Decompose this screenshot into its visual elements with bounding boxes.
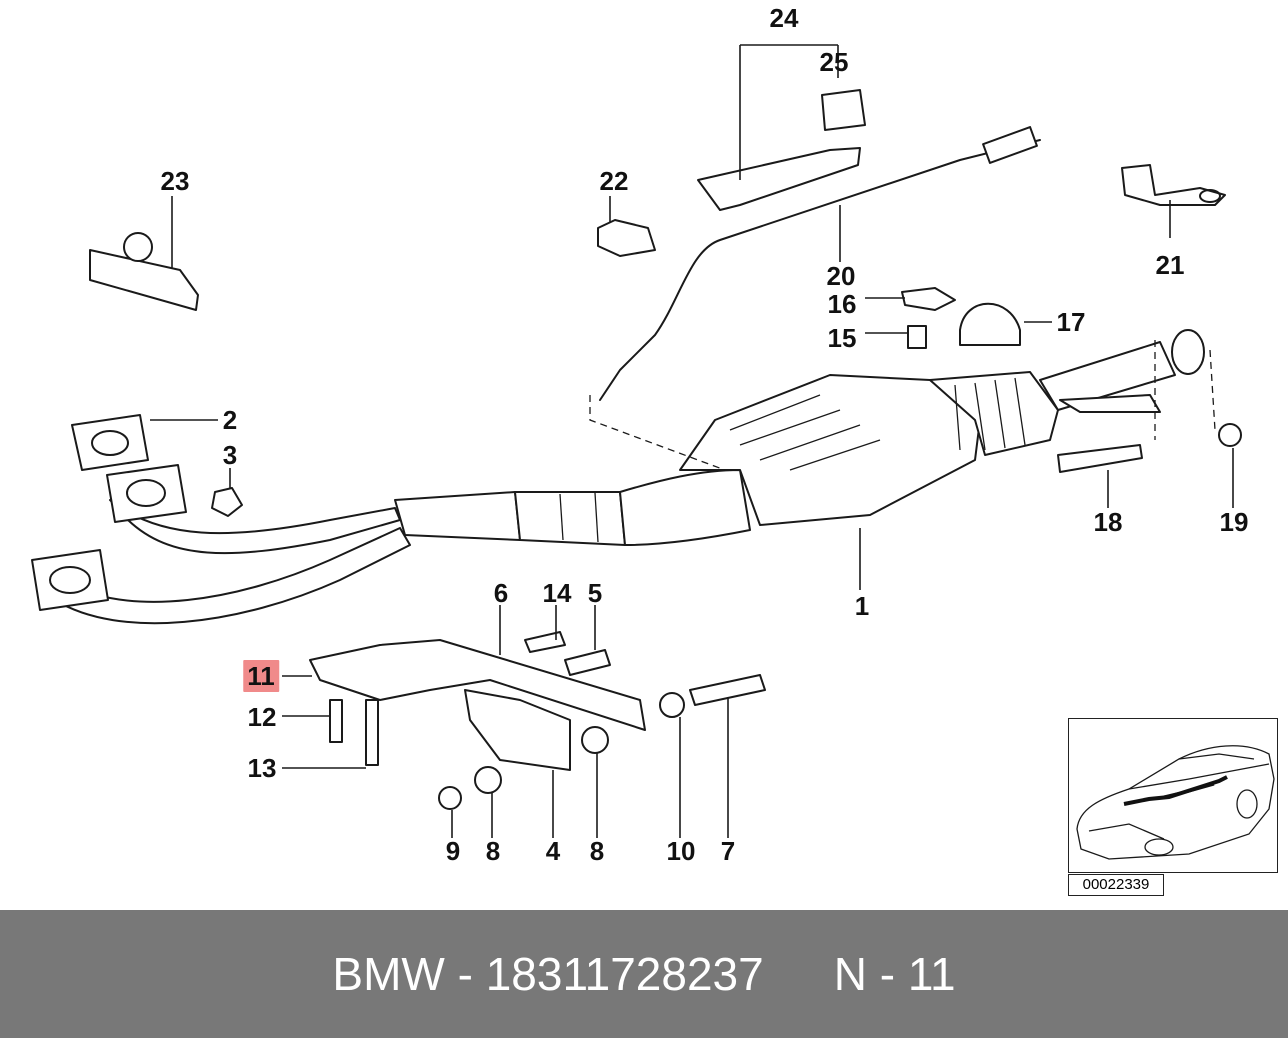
parts-diagram: 1 2 3 4 5 6 7 8 8 9 10 11 12 13 14 15 16… [31,3,1278,896]
label-8-left[interactable]: 8 [485,836,501,866]
exhaust-diagram-drawing [31,44,1242,838]
footer-bar: BMW - 18311728237 N - 11 [0,910,1288,1038]
small-brackets-drawing [89,89,1226,349]
catalytic-converter-drawing [679,329,1205,526]
label-15[interactable]: 15 [827,323,857,353]
label-13[interactable]: 13 [247,753,277,783]
label-25[interactable]: 25 [819,47,849,77]
label-12[interactable]: 12 [247,702,277,732]
label-7[interactable]: 7 [720,836,736,866]
label-24[interactable]: 24 [769,3,799,33]
car-outline-drawing [1076,745,1275,860]
label-8-right[interactable]: 8 [589,836,605,866]
footer-part-number: BMW - 18311728237 [332,948,764,1000]
label-14[interactable]: 14 [542,578,572,608]
lower-bracket-drawing [309,423,1242,810]
label-11-highlighted[interactable]: 11 [243,660,279,692]
label-6[interactable]: 6 [493,578,509,608]
label-17[interactable]: 17 [1056,307,1086,337]
label-3[interactable]: 3 [222,440,238,470]
flange-gaskets-drawing [31,414,243,611]
leader-lines [150,44,1234,838]
diagram-code-box: 00022339 [1068,874,1164,896]
label-2[interactable]: 2 [222,405,238,435]
sensor-cable-drawing [599,126,1041,401]
label-20[interactable]: 20 [826,261,856,291]
label-1[interactable]: 1 [854,591,870,621]
label-23[interactable]: 23 [160,166,190,196]
label-10[interactable]: 10 [666,836,696,866]
label-4[interactable]: 4 [545,836,561,866]
label-18[interactable]: 18 [1093,507,1123,537]
label-16[interactable]: 16 [827,289,857,319]
label-22[interactable]: 22 [599,166,629,196]
front-pipe-drawing [54,469,751,625]
label-19[interactable]: 19 [1219,507,1249,537]
footer-reference: N - 11 [833,948,956,1000]
label-9[interactable]: 9 [445,836,461,866]
label-5[interactable]: 5 [587,578,603,608]
vehicle-location-inset [1068,718,1278,873]
label-21[interactable]: 21 [1155,250,1185,280]
